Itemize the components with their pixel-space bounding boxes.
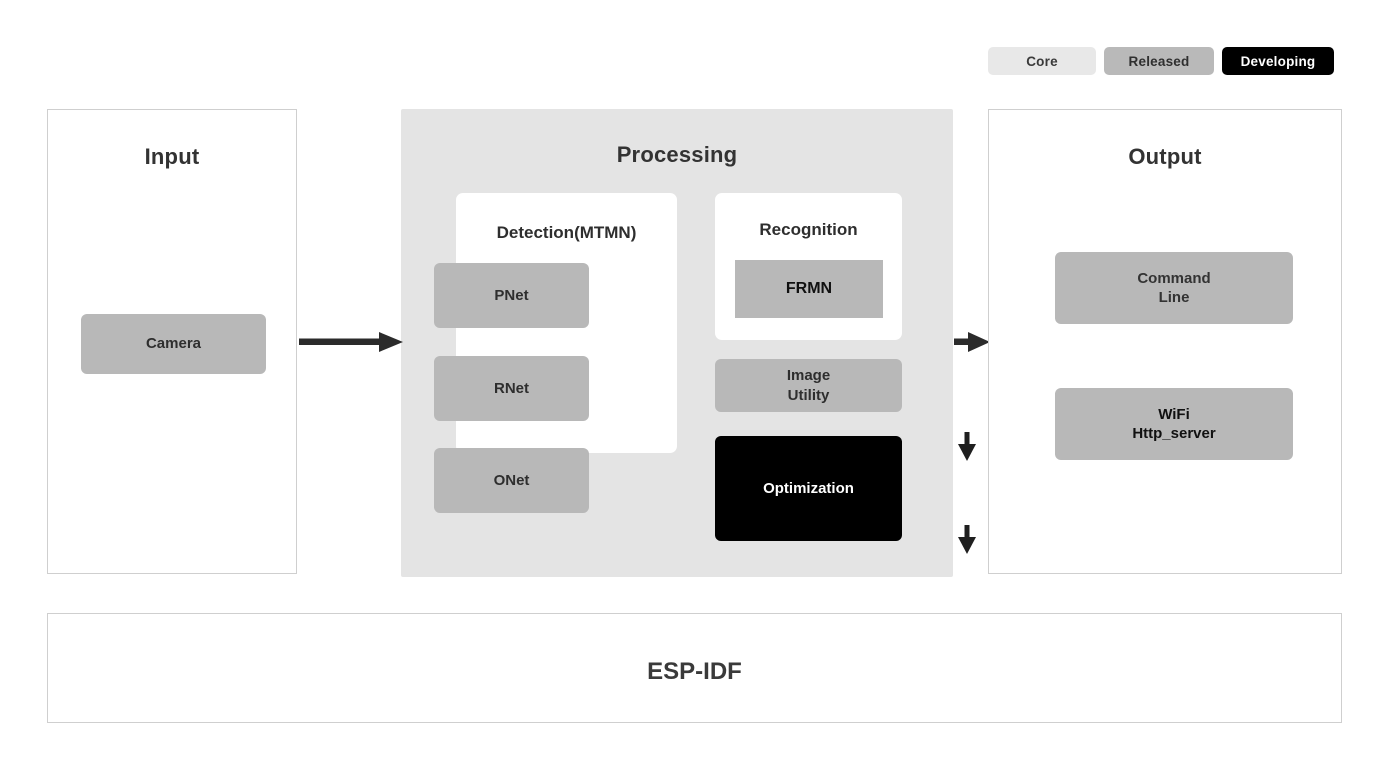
node-command-line[interactable]: Command Line [1055,252,1293,324]
node-optimization[interactable]: Optimization [715,436,902,541]
legend: Core Released Developing [988,47,1344,75]
output-stage: Output Command Line WiFi Http_server [988,109,1342,574]
legend-label-developing: Developing [1240,53,1316,69]
detection-group-title: Detection(MTMN) [496,223,637,242]
processing-stage-title: Processing [616,142,738,167]
framework-stage: ESP-IDF [47,613,1342,723]
arrow-right-icon-input-to-processing [299,332,403,352]
input-stage-title: Input [144,144,200,169]
legend-label-released: Released [1128,53,1190,69]
node-frmn[interactable]: FRMN [735,260,883,318]
legend-chip-core[interactable]: Core [988,47,1096,75]
node-pnet[interactable]: PNet [434,263,589,328]
framework-title: ESP-IDF [647,658,742,685]
processing-stage: Processing Detection(MTMN) PNet RNet ONe… [401,109,976,577]
node-camera[interactable]: Camera [81,314,266,374]
output-stage-title: Output [1128,144,1202,169]
input-stage: Input Camera [47,109,297,574]
legend-chip-released[interactable]: Released [1104,47,1214,75]
node-image-utility[interactable]: Image Utility [715,359,902,412]
node-rnet[interactable]: RNet [434,356,589,421]
legend-label-core: Core [1026,53,1058,69]
legend-chip-developing[interactable]: Developing [1222,47,1334,75]
node-onet[interactable]: ONet [434,448,589,513]
node-wifi-http-server[interactable]: WiFi Http_server [1055,388,1293,460]
recognition-group-title: Recognition [759,220,858,239]
arrow-right-icon-processing-to-output [954,332,990,352]
arrow-down-icon-rnet-onet [958,525,976,554]
arrow-down-icon-pnet-rnet [958,432,976,461]
